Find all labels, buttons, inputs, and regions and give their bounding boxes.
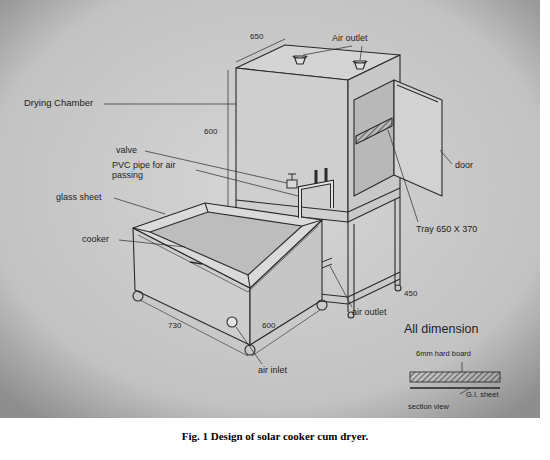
leader-lines-part (303, 46, 362, 60)
dimension: 450 (404, 290, 434, 299)
caption-ground (0, 418, 550, 460)
cooker-box-part (227, 317, 237, 327)
drying-chamber-part (354, 80, 394, 196)
drying-chamber-part (236, 188, 400, 212)
part-label: cooker (82, 234, 122, 244)
legend-note: 6mm hard board (416, 350, 516, 358)
drying-chamber-part (353, 61, 367, 69)
leader-lines-part (330, 266, 352, 307)
part-label: Air outlet (332, 33, 402, 43)
dimension: 730 (168, 322, 198, 331)
cooker-box-part (150, 212, 302, 275)
drying-chamber-part (395, 285, 401, 291)
leader-lines (104, 46, 470, 394)
dimension: 600 (204, 128, 228, 137)
part-label: air inlet (258, 365, 318, 375)
pvc-pipe-part (288, 174, 296, 180)
cooker-box (133, 203, 332, 356)
section-view-part (410, 372, 500, 382)
leader-lines-part (440, 150, 452, 164)
photo-ground (0, 0, 540, 418)
cooker-box-part (133, 203, 322, 288)
pvc-pipe-part (300, 182, 332, 218)
pvc-pipe-part (300, 182, 332, 218)
figure-caption: Fig. 1 Design of solar cooker cum dryer. (0, 430, 550, 442)
cooker-box-part (190, 262, 202, 264)
section-view (410, 372, 500, 388)
part-label: Tray 650 X 370 (416, 224, 482, 234)
leader-lines-part (119, 240, 185, 247)
drying-chamber-part (348, 55, 400, 222)
drying-chamber-part (293, 56, 307, 64)
cooker-box-part (133, 203, 322, 288)
note: All dimension (404, 322, 514, 336)
part-label: door (455, 160, 495, 170)
section-view-part (410, 387, 500, 388)
drying-chamber-part (397, 85, 438, 102)
cooker-box-part (133, 291, 143, 301)
drying-chamber-part (394, 80, 442, 196)
legend-note: G.I. sheet (466, 391, 526, 399)
cooker-box-part (317, 300, 327, 310)
drying-chamber-part (228, 39, 285, 208)
part-label: valve (116, 145, 146, 155)
cooker-box-part (138, 226, 318, 292)
leader-lines-part (114, 198, 165, 214)
legend-note: section view (408, 403, 478, 411)
drying-chamber-part (356, 118, 392, 144)
leader-lines-part (236, 327, 262, 364)
part-label: glass sheet (56, 192, 116, 202)
part-label: Drying Chamber (24, 98, 104, 109)
leader-lines-part (196, 170, 298, 196)
dimension: 650 (250, 33, 280, 42)
pvc-pipe-part (316, 168, 326, 184)
part-label: PVC pipe for air passing (112, 160, 196, 180)
dimension: 600 (262, 322, 292, 331)
leader-lines-part (104, 104, 236, 105)
part-label: air outlet (352, 307, 412, 317)
pvc-pipe (287, 168, 332, 218)
drying-chamber-part (236, 68, 348, 222)
cooker-box-part (140, 300, 320, 356)
leader-lines-part (462, 362, 463, 372)
pvc-pipe-part (287, 180, 297, 188)
leader-lines-part (388, 130, 418, 222)
